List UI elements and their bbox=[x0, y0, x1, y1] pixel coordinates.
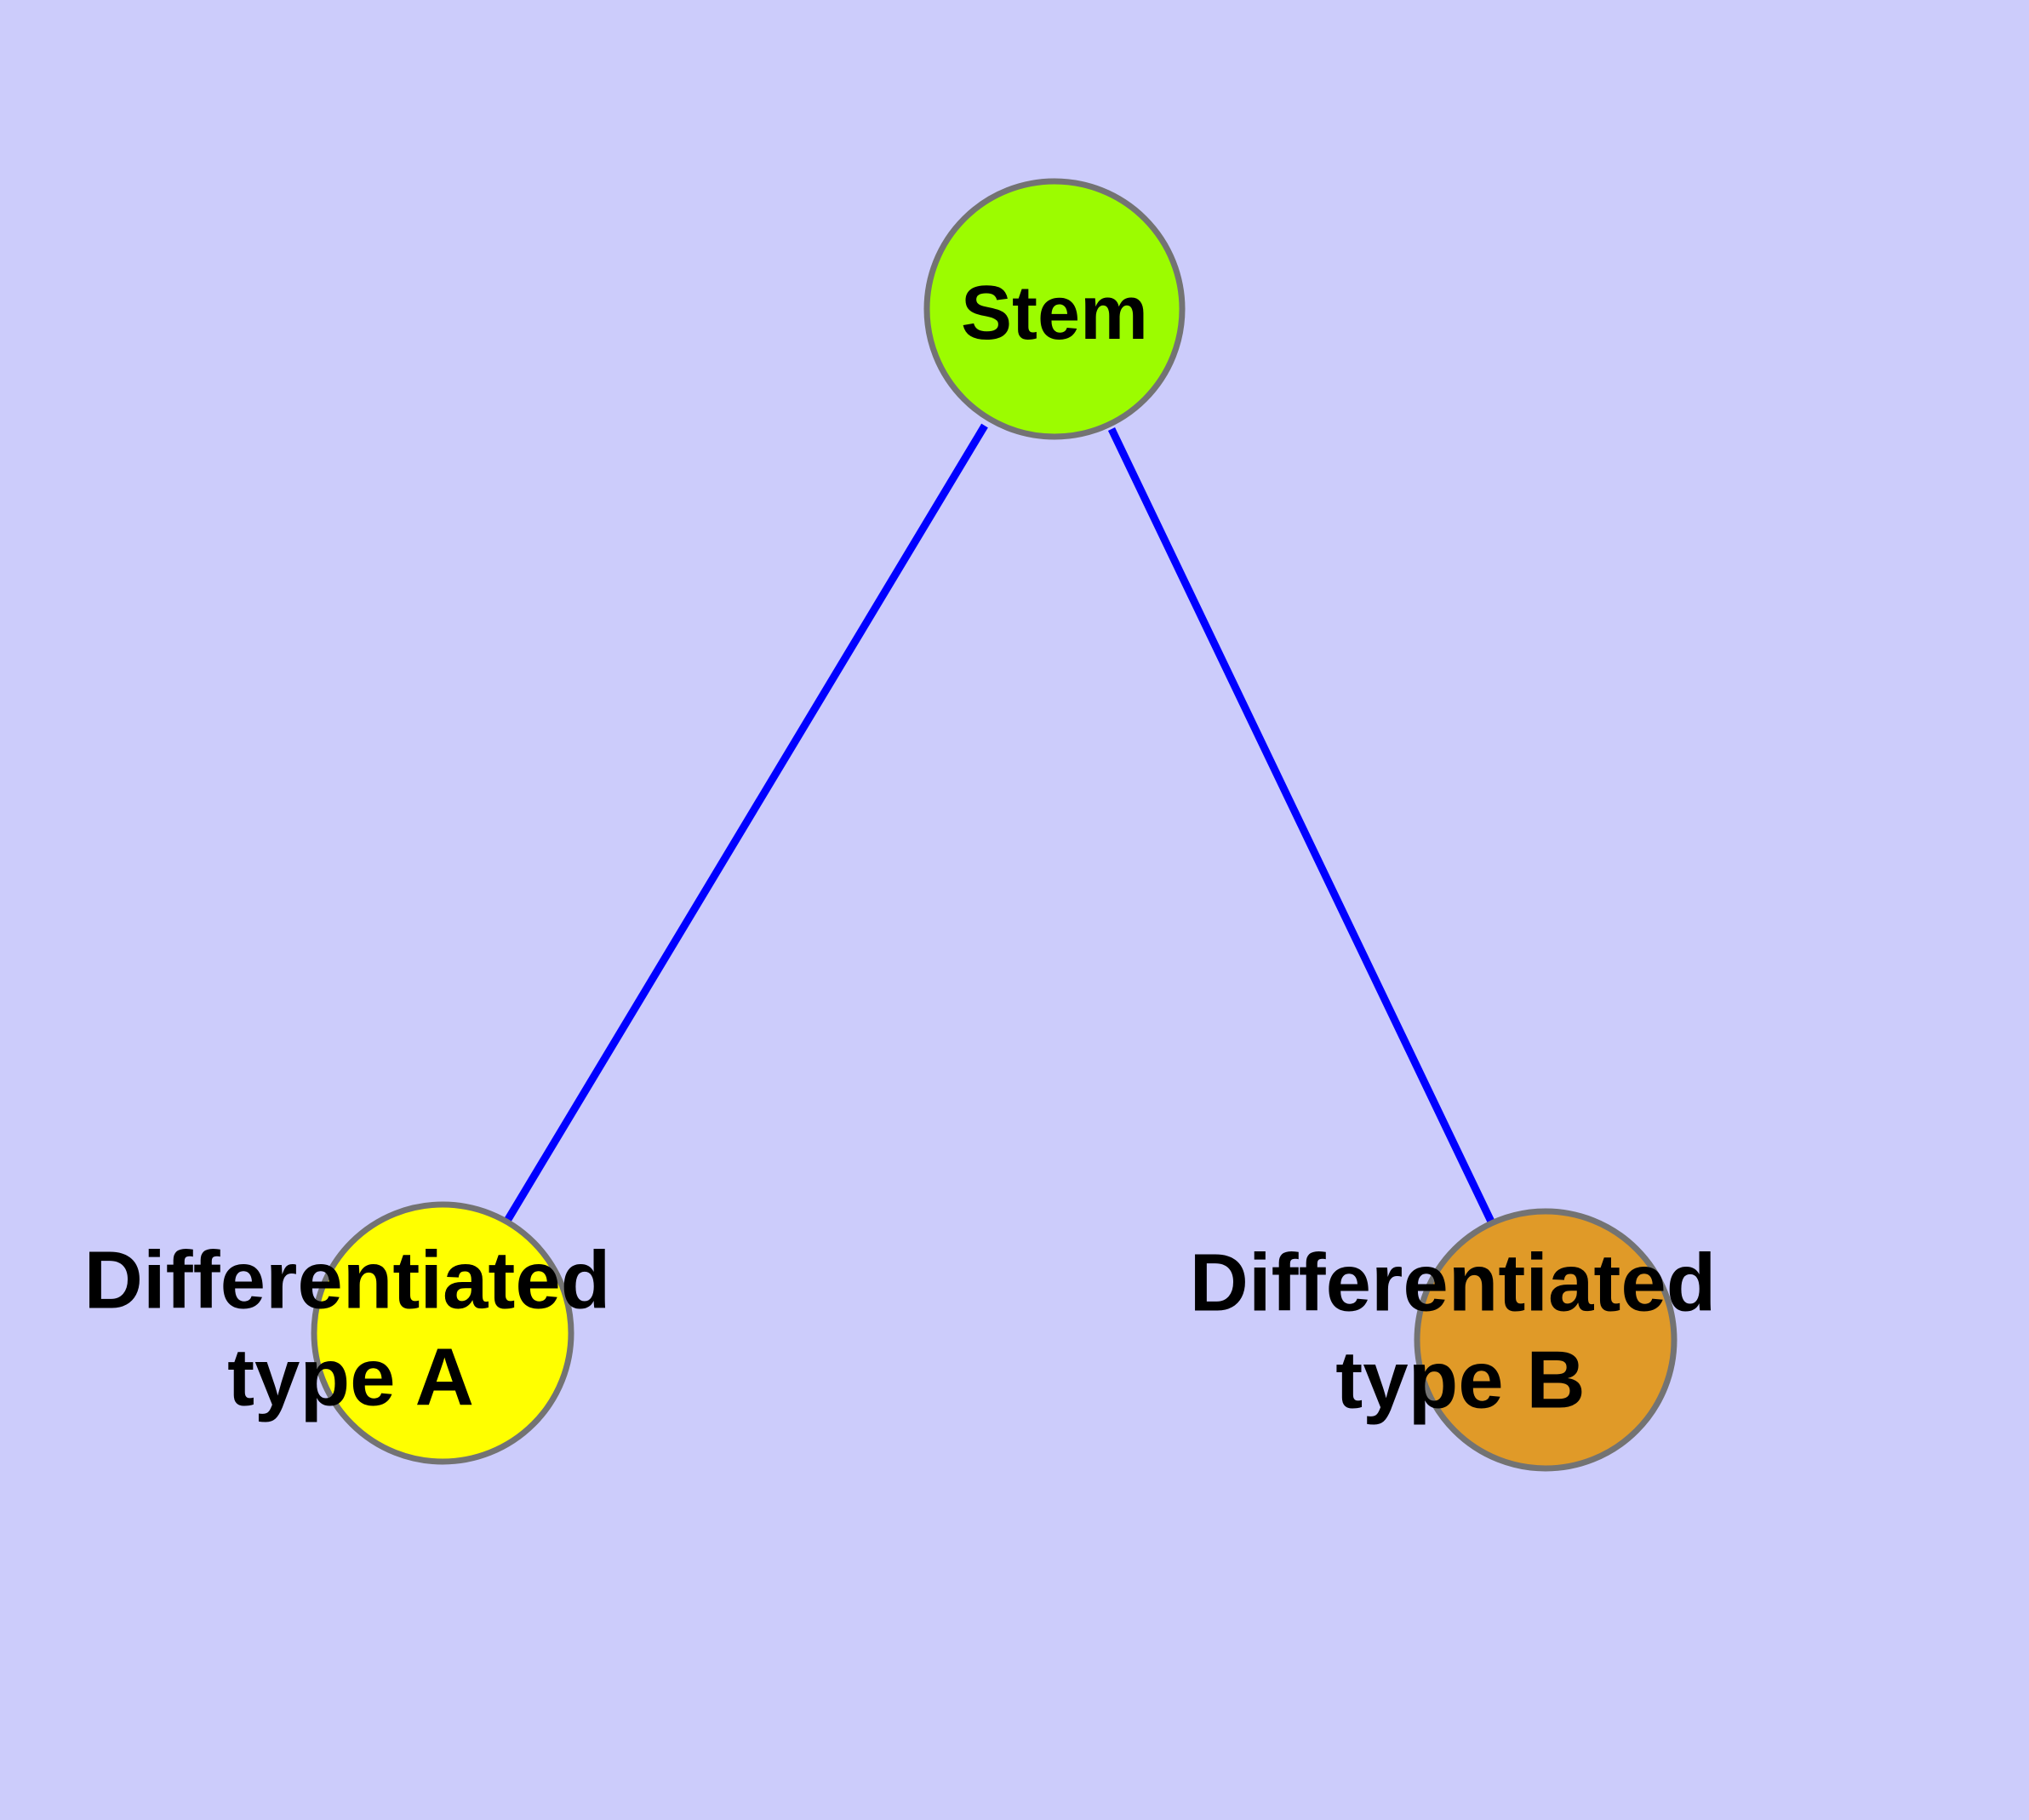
node-differentiated-type-a[interactable]: Differentiated type A bbox=[84, 1201, 611, 1465]
node-stem-circle[interactable] bbox=[923, 178, 1186, 440]
node-differentiated-type-a-circle[interactable] bbox=[311, 1201, 574, 1465]
edge-layer bbox=[504, 423, 1496, 1225]
node-stem[interactable]: Stem bbox=[923, 178, 1186, 440]
node-differentiated-type-b-label-line1: Differentiated bbox=[1190, 1237, 1717, 1328]
node-stem-label: Stem bbox=[961, 271, 1148, 356]
edge-stem-to-differentiated-type-a[interactable] bbox=[504, 423, 988, 1223]
node-differentiated-type-a-label-line1: Differentiated bbox=[84, 1234, 611, 1325]
node-differentiated-type-a-label-line2: type A bbox=[227, 1331, 474, 1422]
node-differentiated-type-b-circle[interactable] bbox=[1414, 1208, 1677, 1472]
node-differentiated-type-b[interactable]: Differentiated type B bbox=[1190, 1208, 1717, 1472]
edge-stem-to-differentiated-type-b[interactable] bbox=[1107, 427, 1496, 1225]
node-differentiated-type-b-label-line2: type B bbox=[1335, 1334, 1585, 1425]
